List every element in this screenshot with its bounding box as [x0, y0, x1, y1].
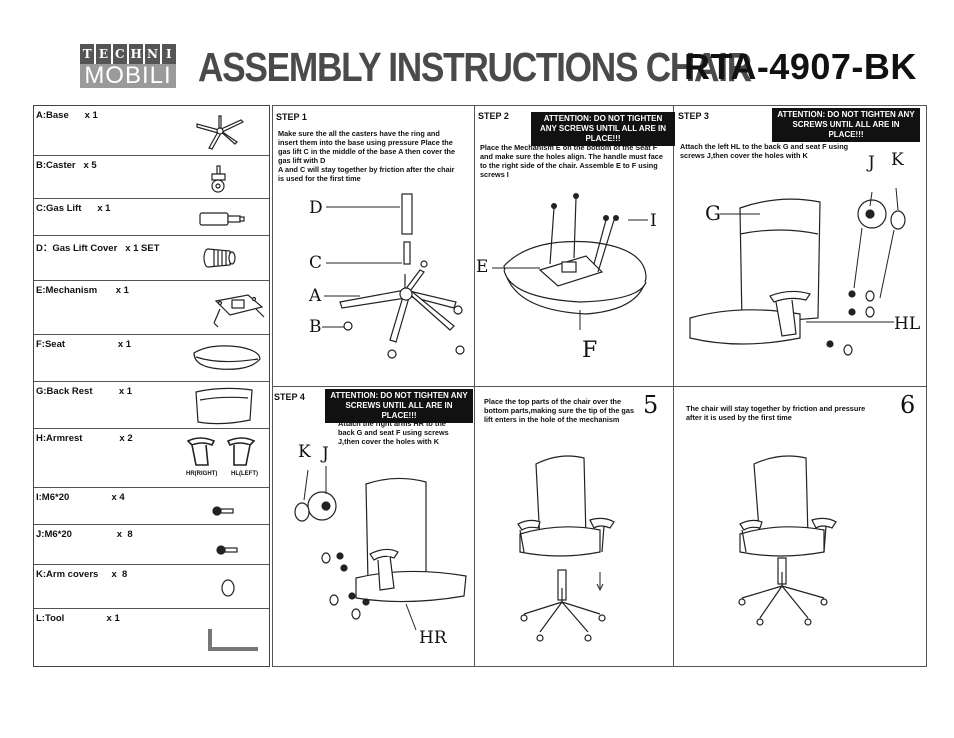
step2-letter-i: I [650, 211, 657, 231]
step2-letter-e: E [476, 257, 489, 277]
step6-finished-chair-illustration [738, 455, 837, 626]
step4-attention-banner: ATTENTION: DO NOT TIGHTEN ANY SCREWS UNT… [325, 389, 473, 423]
step3-instructions: Attach the left HL to the back G and sea… [680, 142, 849, 160]
armrest-right-icon [186, 437, 216, 466]
base-icon [196, 115, 245, 150]
part-row-caster: B:Caster x 5 [34, 156, 269, 199]
logo-top-letters: T E C H N I [80, 44, 176, 64]
part-row-mechanism: E:Mechanism x 1 [34, 281, 269, 335]
part-label: G:Back Rest x 1 [36, 386, 133, 397]
logo-letter: H [128, 44, 144, 64]
armrest-left-icon [226, 437, 256, 466]
logo-letter: I [161, 44, 176, 64]
part-row-gas-lift-cover: D：Gas Lift Cover x 1 SET [34, 236, 269, 281]
mechanism-icon [213, 294, 265, 328]
step6-panel [673, 386, 927, 667]
part-row-seat: F:Seat x 1 [34, 335, 269, 382]
part-row-base: A:Base x 1 [34, 106, 269, 156]
gas-lift-cover-icon [203, 248, 236, 268]
part-label: I:M6*20 x 4 [36, 492, 125, 503]
model-number: RTA-4907-BK [684, 46, 917, 87]
part-row-tool: L:Tool x 1 [34, 609, 269, 666]
part-label: K:Arm covers x 8 [36, 569, 128, 580]
step2-label: STEP 2 [478, 111, 509, 121]
step1-letter-a: A [309, 286, 322, 306]
page-title: ASSEMBLY INSTRUCTIONS CHAIR [198, 44, 752, 90]
back-rest-icon [195, 387, 253, 425]
step4-label: STEP 4 [274, 392, 305, 402]
step2-letter-f: F [582, 338, 598, 363]
step3-attention-banner: ATTENTION: DO NOT TIGHTEN ANY SCREWS UNT… [772, 108, 920, 142]
part-row-gas-lift: C:Gas Lift x 1 [34, 199, 269, 236]
part-label: F:Seat x 1 [36, 339, 132, 350]
armrest-left-label: HL(LEFT) [231, 471, 258, 477]
step1-letter-c: C [309, 253, 323, 273]
part-label: A:Base x 1 [36, 110, 98, 121]
parts-list: A:Base x 1 B:Caster x 5 C:Gas Lift x 1 [33, 105, 270, 667]
step4-right-armrest-illustration [294, 466, 467, 631]
part-row-back-rest: G:Back Rest x 1 [34, 382, 269, 429]
logo-letter: C [112, 44, 127, 64]
armrest-right-label: HR(RIGHT) [186, 471, 218, 477]
step6-instructions: The chair will stay together by friction… [686, 404, 866, 422]
arm-cover-icon [221, 579, 235, 597]
step5-number: 5 [643, 391, 659, 419]
step3-letter-g: G [705, 201, 721, 225]
logo-bottom-text: MOBILI [80, 64, 176, 88]
step2-instructions: Place the Mechanism E on the bottom of t… [480, 143, 663, 179]
step2-attention-banner: ATTENTION: DO NOT TIGHTEN ANY SCREWS UNT… [531, 112, 675, 146]
step4-letter-hr: HR [419, 628, 447, 648]
gas-lift-icon [199, 212, 245, 226]
technimobili-logo: T E C H N I MOBILI [80, 44, 176, 88]
step1-instructions: Make sure the all the casters have the r… [278, 129, 456, 183]
part-row-bolt-i: I:M6*20 x 4 [34, 488, 269, 525]
step1-label: STEP 1 [276, 112, 307, 122]
caster-icon [211, 165, 226, 193]
part-label: C:Gas Lift x 1 [36, 203, 111, 214]
logo-letter: T [80, 44, 95, 64]
part-row-armrest: H:Armrest x 2 HR(RIGHT) HL(LEFT) [34, 429, 269, 488]
part-label: H:Armrest x 2 [36, 433, 133, 444]
step3-backrest-armrest-illustration [689, 187, 906, 356]
step1-letter-b: B [309, 317, 322, 337]
step3-label: STEP 3 [678, 111, 709, 121]
allen-key-icon [208, 629, 258, 651]
part-label: D：Gas Lift Cover x 1 SET [36, 243, 160, 254]
step4-instructions: Attach the right arms HR to the back G a… [338, 419, 449, 446]
step1-letter-d: D [309, 198, 323, 218]
step4-letter-j: J [322, 444, 329, 464]
step4-letter-k: K [298, 442, 311, 462]
step3-letter-k: K [891, 150, 904, 170]
part-row-arm-covers: K:Arm covers x 8 [34, 565, 269, 609]
logo-letter: E [96, 44, 111, 64]
logo-letter: N [145, 44, 160, 64]
part-label: L:Tool x 1 [36, 613, 120, 624]
bolt-icon [216, 545, 238, 555]
step6-number: 6 [900, 391, 916, 419]
bolt-icon [212, 506, 234, 516]
step5-instructions: Place the top parts of the chair over th… [484, 397, 635, 424]
step2-mechanism-seat-illustration [492, 193, 648, 330]
step5-chair-assembly-illustration [517, 455, 615, 642]
step3-letter-j: J [868, 153, 875, 173]
part-label: B:Caster x 5 [36, 160, 97, 171]
part-row-bolt-j: J:M6*20 x 8 [34, 525, 269, 565]
seat-icon [193, 345, 261, 370]
step3-letter-hl: HL [894, 314, 921, 334]
part-label: J:M6*20 x 8 [36, 529, 133, 540]
part-label: E:Mechanism x 1 [36, 285, 129, 296]
step1-base-assembly-illustration [322, 193, 465, 359]
